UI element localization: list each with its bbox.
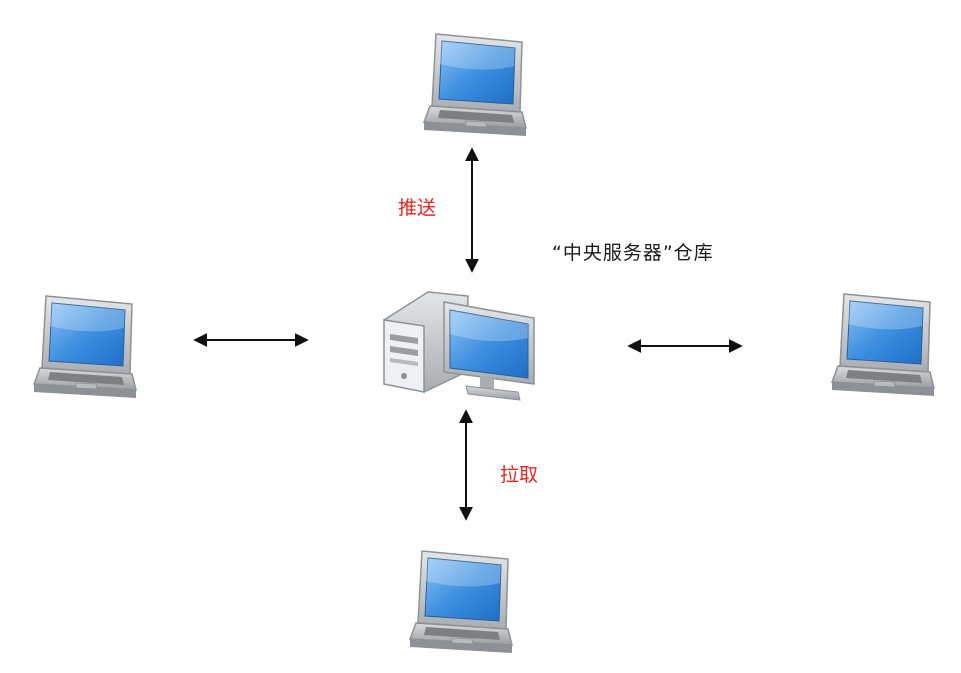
server-computer-icon — [383, 291, 535, 401]
push-label: 推送 — [398, 197, 437, 219]
laptop-top-icon — [423, 33, 527, 137]
laptop-right-icon — [831, 293, 935, 397]
laptop-left-icon — [33, 295, 137, 399]
central-repo-label: “中央服务器”仓库 — [552, 242, 714, 264]
laptop-bottom-icon — [409, 550, 513, 654]
pull-label: 拉取 — [500, 464, 539, 486]
